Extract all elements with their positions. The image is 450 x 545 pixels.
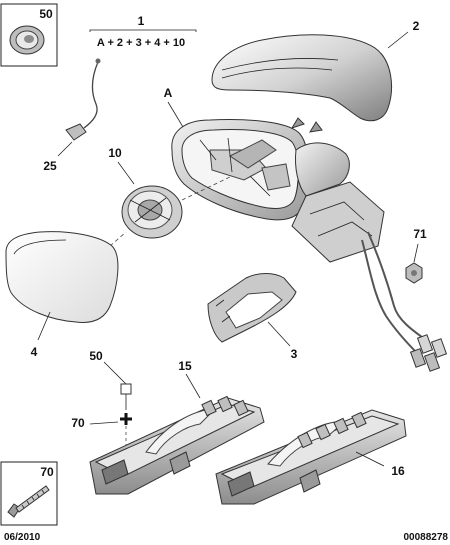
- square-marker-icon: [120, 383, 132, 395]
- mirror-glass: [5, 231, 119, 323]
- callout-50: 50: [89, 349, 103, 363]
- inset-part-50: 50: [0, 3, 58, 67]
- callout-16: 16: [391, 464, 405, 478]
- callout-A: A: [164, 86, 173, 100]
- callout-10: 10: [108, 146, 122, 160]
- window-switch-panel-left: [89, 395, 265, 495]
- connector-icon: [423, 352, 441, 372]
- callout-3: 3: [291, 347, 298, 361]
- grommet-icon: [9, 25, 45, 55]
- callout-1: 1: [138, 14, 145, 28]
- wiring-harness: [361, 231, 448, 372]
- mirror-housing: [171, 117, 385, 263]
- callout-4: 4: [31, 345, 38, 359]
- sensor-cable: [65, 58, 101, 141]
- screw-icon: [7, 485, 50, 518]
- connector-icon: [430, 338, 448, 358]
- leader-70: [89, 421, 119, 425]
- inset-label-50: 50: [39, 7, 53, 21]
- callout-15: 15: [178, 359, 192, 373]
- cross-marker-icon: [120, 413, 132, 425]
- nut-icon: [405, 262, 423, 284]
- window-switch-panel-right: [215, 409, 407, 505]
- leader-3: [267, 321, 291, 347]
- leader-2: [387, 31, 409, 49]
- bracket-line: [89, 29, 197, 32]
- leader-25: [57, 141, 73, 157]
- assembly-dashed-line: [109, 231, 127, 247]
- leader-71: [413, 243, 419, 263]
- footer-date: 06/2010: [4, 532, 41, 543]
- footer-reference: 00088278: [404, 532, 449, 543]
- inset-part-70: 70: [0, 461, 58, 526]
- assembly-dashed-line: [181, 175, 233, 201]
- callout-71: 71: [413, 227, 427, 241]
- inset-label-70: 70: [40, 465, 54, 479]
- callout-70: 70: [71, 416, 85, 430]
- callout-25: 25: [43, 159, 57, 173]
- leader-16: [355, 451, 385, 467]
- connector-icon: [416, 334, 434, 354]
- connector-icon: [409, 348, 427, 368]
- leader-4: [37, 311, 51, 341]
- mirror-cap: [211, 34, 393, 122]
- leader-10: [117, 161, 135, 185]
- sensor-icon: [65, 123, 87, 141]
- assembly-formula: A + 2 + 3 + 4 + 10: [97, 37, 185, 49]
- leader-15: [185, 373, 201, 399]
- mirror-actuator: [121, 185, 183, 239]
- indicator-frame: [207, 273, 297, 343]
- callout-2: 2: [413, 19, 420, 33]
- leader-50: [103, 361, 127, 385]
